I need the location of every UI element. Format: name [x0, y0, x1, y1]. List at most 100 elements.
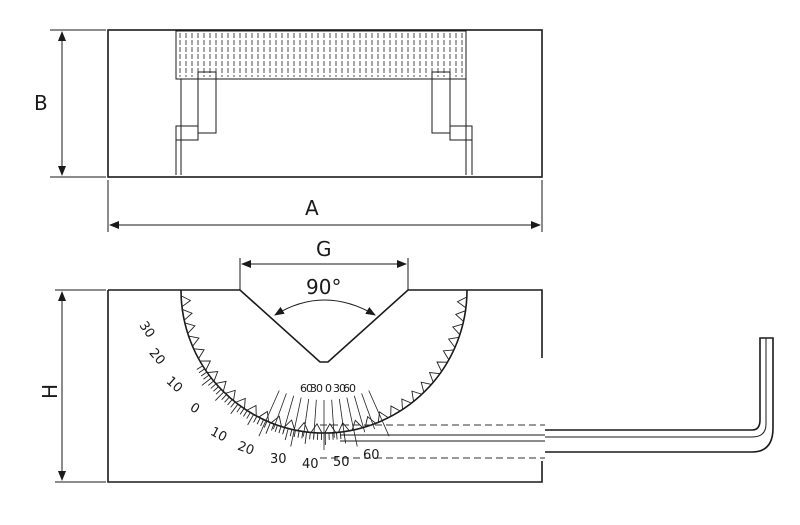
vernier-tick: [368, 390, 390, 437]
degree-tick: [246, 412, 251, 419]
scale-label-10-right: 10: [208, 424, 230, 445]
vernier-tick: [346, 397, 358, 447]
tooth: [270, 415, 282, 427]
vernier-label-0: 0: [325, 382, 332, 395]
vernier-tick: [313, 399, 317, 438]
scale-label-0: 0: [187, 400, 202, 417]
angle-annotation: 90°: [274, 275, 376, 316]
degree-tick: [265, 422, 271, 434]
scale-label-10-left: 10: [163, 374, 185, 396]
degree-tick: [247, 414, 254, 426]
degree-tick: [297, 430, 300, 438]
degree-tick: [213, 386, 219, 392]
degree-tick: [198, 368, 206, 374]
tooth: [447, 336, 460, 348]
dimension-b: B: [34, 29, 106, 178]
top-view-guides: [175, 71, 473, 175]
degree-tick: [253, 416, 258, 423]
degree-tick: [271, 423, 275, 431]
degree-tick: [301, 431, 304, 439]
dimension-h-label: H: [38, 384, 62, 399]
dimension-g-label: G: [316, 237, 332, 261]
dimension-a: A: [107, 180, 543, 232]
tooth: [184, 322, 196, 334]
tooth: [235, 397, 246, 409]
degree-tick: [215, 391, 225, 401]
top-view: [107, 29, 543, 178]
degree-tick: [224, 396, 230, 403]
degree-tick: [196, 365, 203, 370]
tooth: [283, 419, 296, 431]
degree-scale-ticks: [196, 365, 347, 445]
front-view-body: [107, 289, 543, 483]
scale-label-20-left: 20: [146, 346, 168, 368]
plate-hatching: [179, 33, 463, 77]
tooth: [258, 410, 270, 422]
degree-tick: [230, 401, 236, 408]
tooth: [420, 381, 432, 393]
tooth: [215, 380, 227, 392]
tooth: [377, 411, 389, 423]
tooth: [428, 371, 441, 383]
scale-label-30-left: 30: [136, 319, 158, 341]
dimension-b-label: B: [34, 91, 48, 115]
degree-tick: [200, 371, 208, 377]
vernier-label-30-left: 30: [310, 382, 323, 395]
degree-tick: [263, 420, 268, 428]
tooth: [199, 360, 212, 371]
scale-label-30-bottom: 30: [270, 452, 287, 467]
vernier-tick: [361, 393, 375, 430]
vernier-label-60-left: 60: [300, 382, 313, 395]
vernier-tick: [353, 395, 366, 433]
scale-label-60: 60: [363, 448, 380, 463]
front-view: [107, 289, 543, 483]
tooth: [310, 422, 323, 434]
vernier-label-30-right: 30: [333, 382, 346, 395]
top-view-plate: [175, 30, 467, 80]
angle-label: 90°: [306, 275, 341, 299]
tooth: [180, 295, 192, 308]
tooth: [182, 308, 193, 321]
v-block: [181, 289, 467, 363]
degree-tick: [243, 410, 248, 417]
degree-tick: [227, 399, 233, 406]
dimension-a-label: A: [305, 196, 319, 220]
vernier-label-60-right: 60: [343, 382, 356, 395]
degree-tick: [284, 428, 289, 441]
protractor-teeth: [180, 295, 468, 434]
degree-tick: [210, 383, 217, 389]
degree-tick: [289, 429, 293, 437]
degree-tick: [274, 425, 278, 432]
degree-tick: [260, 419, 264, 427]
degree-tick: [207, 380, 214, 386]
vernier-tick: [331, 399, 335, 438]
degree-tick: [256, 417, 261, 425]
degree-tick: [239, 408, 245, 415]
dimension-h: H: [38, 289, 106, 483]
tooth: [436, 361, 448, 372]
degree-tick: [201, 377, 212, 386]
vernier-tick: [290, 397, 302, 447]
tooth: [225, 389, 236, 401]
degree-tick: [221, 394, 227, 401]
tooth: [401, 398, 412, 410]
degree-tick: [336, 432, 338, 440]
tooth: [411, 390, 423, 402]
degree-tick: [293, 430, 296, 438]
vernier-tick: [282, 395, 295, 433]
locking-rod: [320, 337, 774, 459]
vernier-tick: [273, 393, 287, 430]
degree-tick: [278, 426, 282, 434]
degree-tick: [339, 432, 342, 440]
scale-label-20-right: 20: [235, 439, 256, 459]
tooth: [456, 296, 468, 309]
tooth: [193, 348, 205, 359]
scale-label-40: 40: [302, 457, 319, 472]
vernier-tick: [338, 398, 345, 437]
degree-tick: [304, 431, 308, 444]
tooth: [390, 405, 401, 417]
tooth: [188, 335, 200, 347]
tooth: [442, 349, 454, 360]
tooth: [246, 404, 257, 416]
